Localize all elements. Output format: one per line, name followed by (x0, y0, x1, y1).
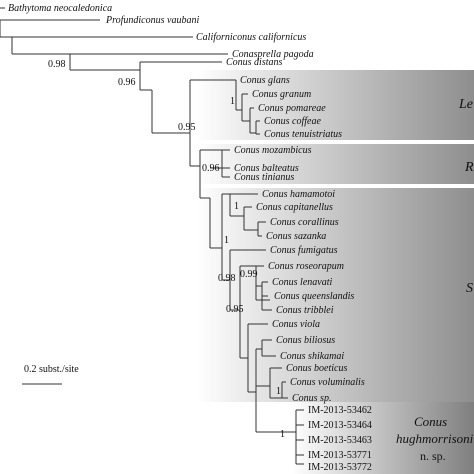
support-value: 0.95 (178, 122, 196, 133)
support-value: 1 (276, 386, 281, 397)
support-value: 1 (224, 235, 229, 246)
tip-label: Conus balteatus (234, 163, 299, 174)
support-value: 1 (280, 429, 285, 440)
clade-label: Le (458, 97, 473, 112)
tip-label: Conus viola (272, 319, 320, 330)
support-value: 1 (234, 201, 239, 212)
tip-label: IM-2013-53462 (308, 405, 372, 416)
tip-label: Conus tinianus (234, 172, 294, 183)
tip-label: Conus pomareae (258, 103, 326, 114)
tip-label: Conus granum (252, 89, 311, 100)
tip-label: Conus tribblei (276, 305, 334, 316)
tip-label: Conus queenslandis (274, 291, 354, 302)
tip-label: Conus glans (240, 75, 290, 86)
tip-label: Conasprella pagoda (232, 49, 314, 60)
tip-label: Conus distans (226, 57, 283, 68)
tip-label: Conus shikamai (280, 351, 344, 362)
clade-band-2 (196, 144, 474, 184)
new-species-genus: Conus (414, 414, 447, 429)
support-value: 0.99 (240, 269, 258, 280)
tip-label: IM-2013-53463 (308, 435, 372, 446)
clade-label: R (464, 160, 474, 175)
tip-label: Conus sazanka (266, 231, 326, 242)
tip-label: IM-2013-53464 (308, 420, 372, 431)
scale-bar-label: 0.2 subst./site (24, 364, 79, 375)
new-species-box (292, 402, 474, 474)
tip-label: Profundiconus vaubani (105, 15, 199, 26)
tip-label: Conus mozambicus (234, 145, 312, 156)
tip-label: Californiconus californicus (196, 32, 306, 43)
tip-label: Conus lenavati (272, 277, 332, 288)
tip-label: Conus corallinus (270, 217, 339, 228)
tip-label: Bathytoma neocaledonica (8, 3, 112, 14)
tip-label: Conus fumigatus (270, 245, 338, 256)
support-value: 0.96 (118, 77, 136, 88)
tip-label: IM-2013-53772 (308, 462, 372, 473)
tip-label: Conus capitanellus (256, 202, 333, 213)
support-value: 0.98 (218, 273, 236, 284)
support-value: 0.96 (202, 163, 220, 174)
clade-band-3 (196, 188, 474, 402)
tree-branches (0, 7, 304, 465)
tip-label: Conus boeticus (286, 363, 347, 374)
tip-label: Conus voluminalis (290, 377, 365, 388)
tip-label: Conus roseorapum (268, 261, 344, 272)
new-species-epithet: hughmorrisoni (396, 431, 474, 446)
new-species-note: n. sp. (420, 449, 446, 463)
support-value: 0.98 (48, 59, 66, 70)
support-value: 1 (230, 96, 235, 107)
tip-label: Conus hamamotoi (262, 189, 335, 200)
tip-label: Conus tenuistriatus (264, 129, 342, 140)
clade-label: S (466, 281, 473, 296)
support-value: 0.95 (226, 304, 244, 315)
tip-label: Conus biliosus (276, 335, 335, 346)
tip-label: Conus sp. (292, 393, 331, 404)
tip-label: IM-2013-53771 (308, 450, 372, 461)
tip-label: Conus coffeae (264, 116, 321, 127)
